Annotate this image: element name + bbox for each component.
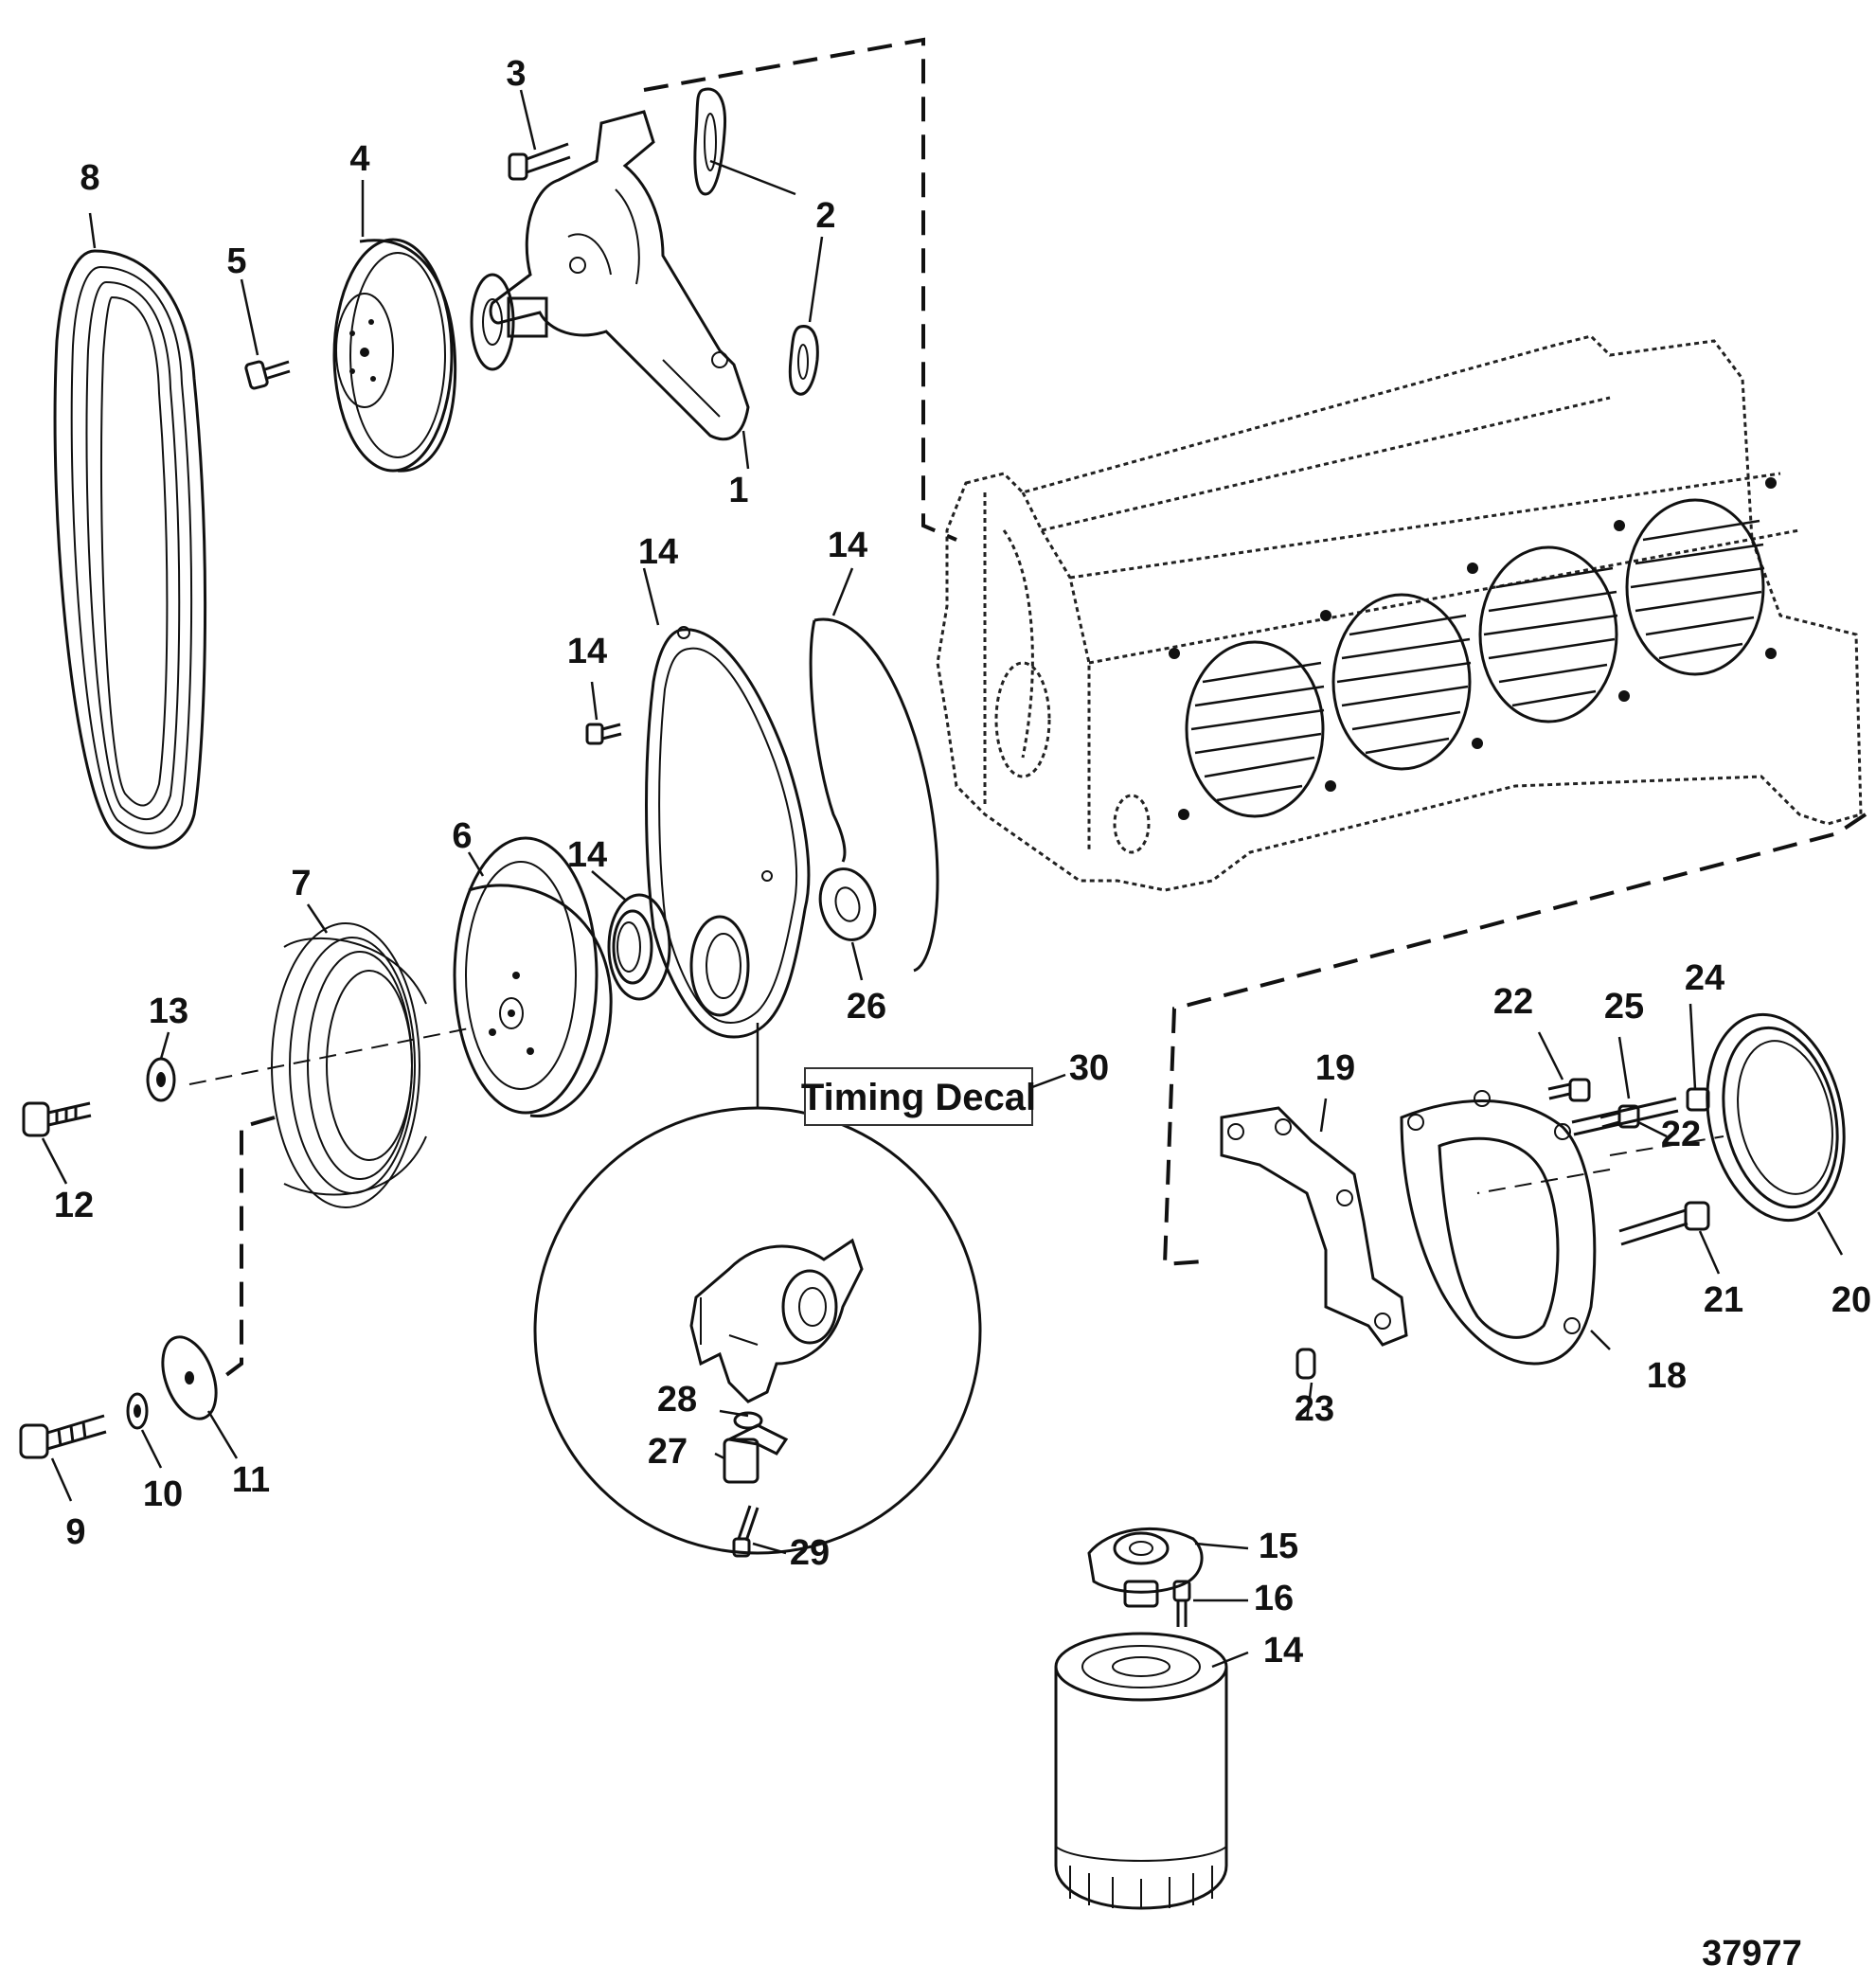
rear-housing-fasteners	[1295, 1078, 1710, 1380]
cylinder-bore-4	[1625, 498, 1765, 676]
callout-numbers: 1 2 3 4 5 6 7 8 9 10 11 12 13 14 14 14 1…	[54, 54, 1871, 1670]
drive-belt	[53, 249, 207, 849]
cylinder-bore-3	[1478, 545, 1618, 724]
callout-21: 21	[1704, 1280, 1743, 1320]
callout-22-top: 22	[1493, 982, 1533, 1022]
rear-seal-housing	[1400, 1090, 1597, 1366]
engine-block	[936, 334, 1863, 892]
callout-11: 11	[232, 1460, 270, 1500]
oil-filter	[1054, 1632, 1228, 1910]
assembly-reference-lines	[188, 37, 1867, 1380]
timing-cover	[645, 626, 811, 1039]
callout-14-bolt: 14	[567, 632, 607, 671]
timing-decal-label: Timing Decal	[801, 1077, 1036, 1118]
callout-4: 4	[349, 139, 369, 179]
callout-10: 10	[143, 1474, 183, 1514]
rear-seal-plate	[1220, 1106, 1408, 1347]
callout-14-filter: 14	[1263, 1631, 1303, 1670]
callout-14-cover: 14	[638, 532, 678, 572]
cover-bolt	[585, 723, 622, 745]
callout-30: 30	[1069, 1048, 1109, 1088]
crankshaft-pulley	[271, 922, 427, 1208]
detail-view-crank-sensor	[533, 1023, 982, 1558]
cylinder-bore-2	[1331, 593, 1472, 771]
adapter-bolt	[1172, 1580, 1191, 1627]
callout-5: 5	[226, 241, 246, 281]
callout-2: 2	[815, 196, 835, 236]
callout-9: 9	[65, 1512, 85, 1552]
pulley-bolt	[244, 360, 291, 390]
water-pump	[470, 110, 750, 441]
water-pump-bolt	[508, 142, 571, 181]
callout-7: 7	[291, 864, 311, 903]
callout-19: 19	[1315, 1048, 1355, 1088]
cylinder-bore-1	[1185, 640, 1325, 818]
callout-29: 29	[790, 1533, 830, 1573]
callout-6: 6	[452, 816, 472, 856]
callout-15: 15	[1259, 1527, 1298, 1566]
pulley-bolt-12	[22, 1101, 92, 1137]
callout-27: 27	[648, 1432, 688, 1472]
balancer-washer	[161, 1335, 218, 1420]
callout-8: 8	[80, 158, 99, 198]
rear-main-seal	[1706, 1012, 1846, 1223]
oil-filter-adapter	[1087, 1527, 1204, 1608]
lock-washer	[126, 1392, 149, 1430]
callout-3: 3	[506, 54, 526, 94]
callout-14-seal: 14	[567, 835, 607, 875]
callout-18: 18	[1647, 1356, 1687, 1396]
callout-1: 1	[728, 471, 748, 510]
callout-12: 12	[54, 1186, 94, 1225]
figure-number: 37977	[1702, 1934, 1802, 1974]
callout-24: 24	[1685, 958, 1724, 998]
callout-22-lower: 22	[1661, 1115, 1701, 1154]
crank-seal	[607, 893, 671, 1001]
callout-28: 28	[657, 1380, 697, 1420]
callout-26: 26	[847, 987, 886, 1027]
washer-13	[146, 1057, 176, 1102]
callout-16: 16	[1254, 1579, 1294, 1618]
cover-o-ring	[809, 617, 939, 973]
balancer-bolt	[19, 1414, 107, 1459]
callout-20: 20	[1831, 1280, 1871, 1320]
timing-decal-box	[804, 1067, 1066, 1126]
callout-leaders	[41, 89, 1844, 1669]
water-pump-gaskets	[693, 87, 819, 396]
callout-23: 23	[1295, 1389, 1334, 1429]
washer-26	[818, 867, 877, 941]
callout-13: 13	[149, 992, 188, 1031]
callout-14-o-ring: 14	[828, 526, 867, 565]
callout-25: 25	[1604, 987, 1644, 1027]
water-pump-pulley	[332, 238, 457, 473]
harmonic-balancer	[453, 836, 613, 1117]
